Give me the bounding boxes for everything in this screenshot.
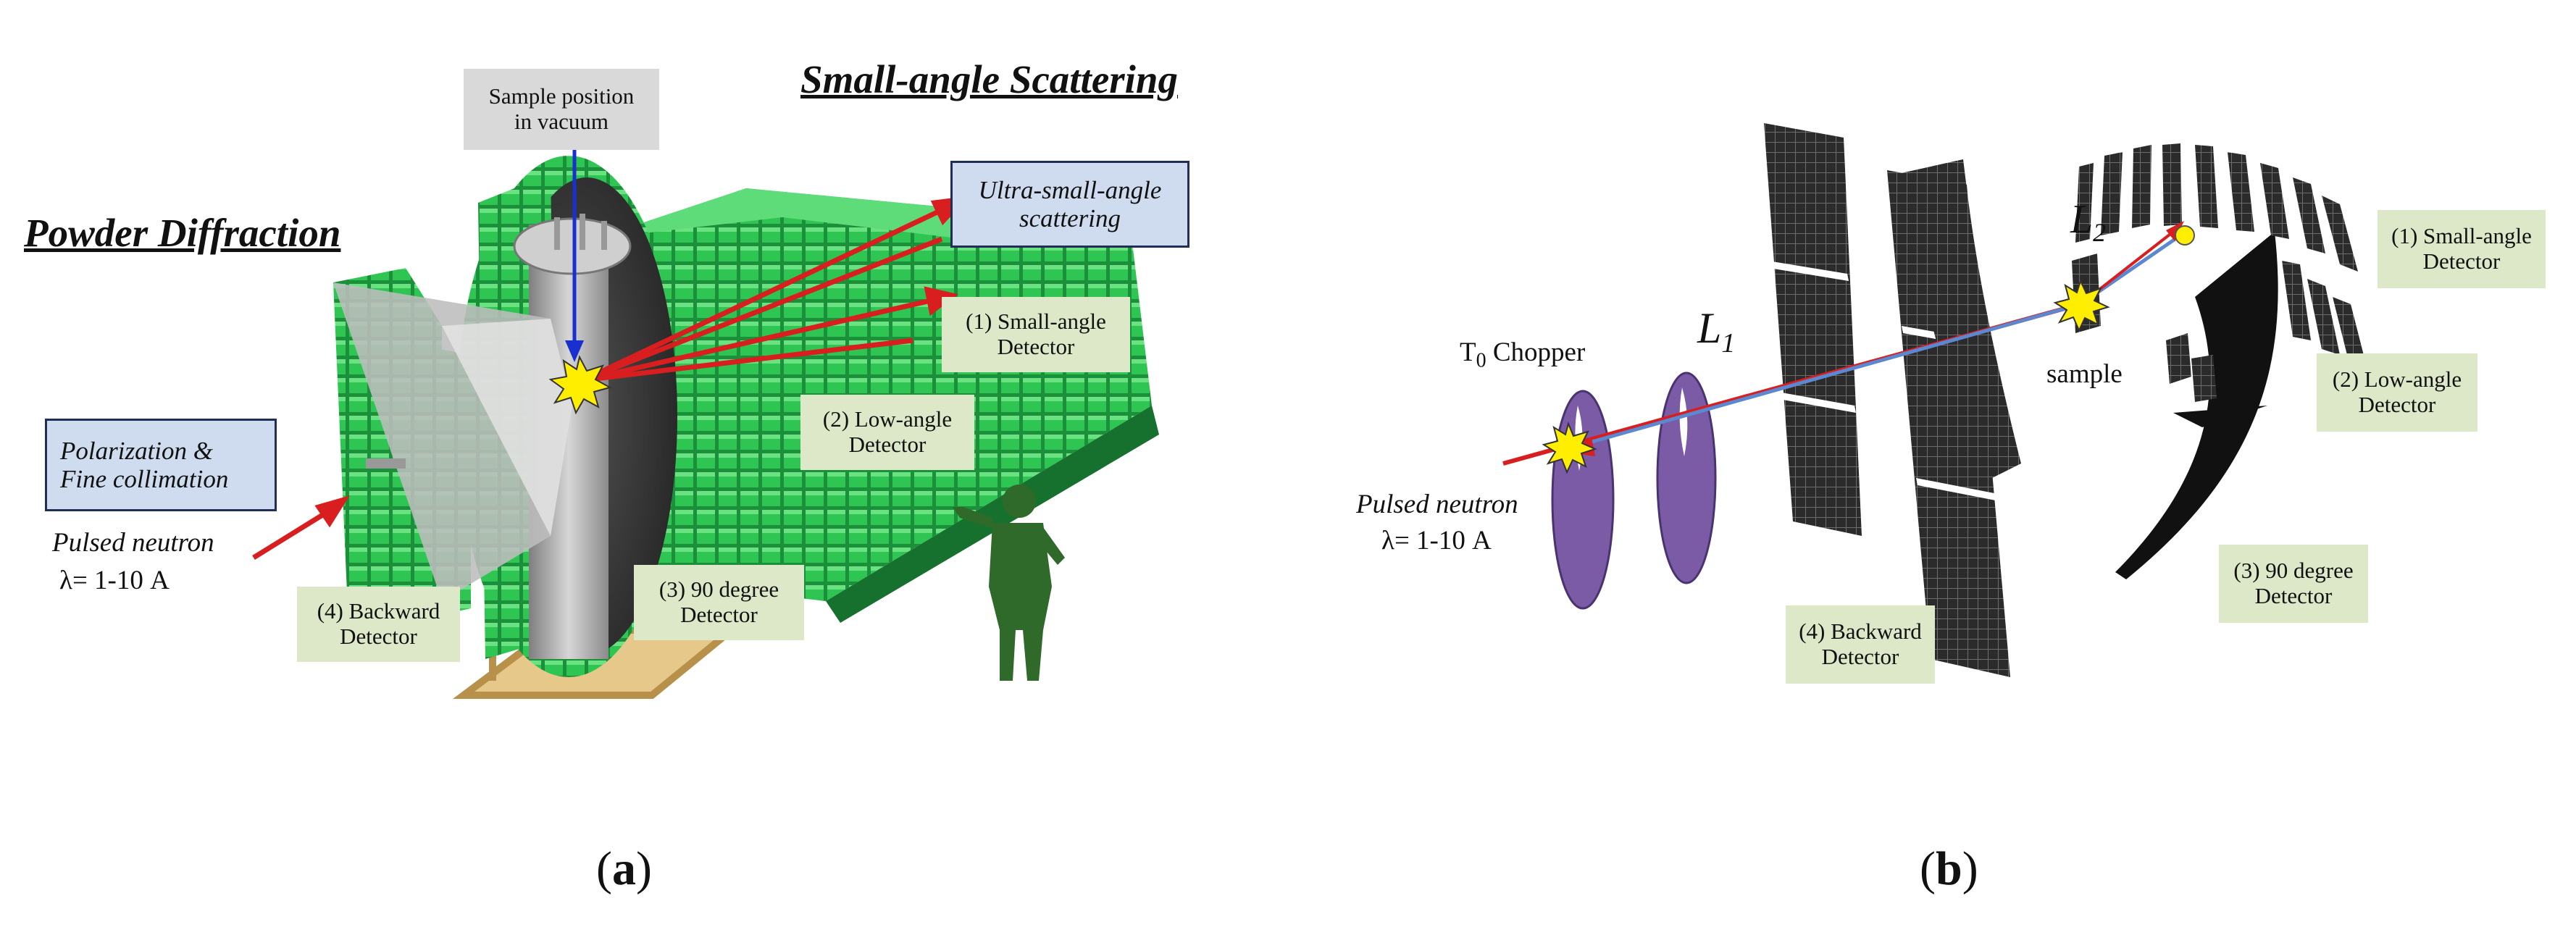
det2-line-2: Detector (848, 432, 927, 457)
caption-a-open: ( (596, 842, 612, 895)
l1-sub: 1 (1721, 328, 1736, 358)
sample-position-line-1: Sample position (488, 83, 635, 109)
backward-detector-label: (4) Backward Detector (297, 587, 460, 662)
backward-detector-panels (1764, 123, 2010, 677)
scattering-beams (252, 196, 971, 560)
t0-sub: 0 (1476, 349, 1486, 372)
caption-b-open: ( (1920, 842, 1936, 895)
t0-rest: Chopper (1486, 337, 1586, 367)
det3b-line-1: (3) 90 degree (2233, 558, 2354, 584)
det1b-line-1: (1) Small-angle (2391, 223, 2532, 249)
sample-flash-icon-b (2053, 279, 2110, 332)
l1-label: L1 (1697, 303, 1735, 360)
small-angle-detector-label: (1) Small-angle Detector (942, 297, 1130, 372)
det3-line-2: Detector (680, 602, 758, 627)
usans-line-1: Ultra-small-angle (978, 175, 1162, 204)
pulsed-neutron-label-a: Pulsed neutron (52, 528, 214, 558)
t0-main: T (1460, 337, 1476, 367)
low-angle-detector-label-b: (2) Low-angle Detector (2317, 353, 2477, 432)
pulsed-neutron-label-b: Pulsed neutron (1356, 490, 1518, 519)
ultra-small-angle-label: Ultra-small-angle scattering (950, 161, 1189, 248)
sample-label: sample (2046, 359, 2123, 389)
caption-b: (b) (1920, 842, 1978, 897)
det4-line-2: Detector (340, 624, 417, 649)
l2-sub: 2 (2093, 218, 2107, 248)
det2b-line-1: (2) Low-angle (2332, 366, 2462, 393)
polarization-label: Polarization & Fine collimation (45, 419, 277, 511)
det3b-line-2: Detector (2254, 583, 2333, 608)
sample-position-label: Sample position in vacuum (464, 69, 659, 150)
human-figure-icon (953, 485, 1065, 681)
det2b-line-2: Detector (2358, 392, 2436, 417)
chopper-flash-icon (1542, 421, 1597, 474)
ninety-degree-detector-curved (1898, 159, 2278, 579)
detector-point-icon (2175, 225, 2195, 246)
det4b-line-1: (4) Backward (1799, 618, 1922, 645)
powder-diffraction-heading: Powder Diffraction (24, 211, 341, 255)
l2-label: L2 (2070, 196, 2106, 248)
caption-b-letter: b (1935, 842, 1962, 895)
sample-pointer-arrow (565, 138, 584, 362)
t0-chopper-disks (1551, 372, 1717, 610)
caption-a: (a) (596, 842, 652, 897)
caption-a-close: ) (635, 842, 652, 895)
ninety-degree-detector-label-b: (3) 90 degree Detector (2219, 545, 2368, 623)
wavelength-label-b: λ= 1-10 A (1381, 526, 1492, 555)
small-angle-detector-label-b: (1) Small-angle Detector (2378, 210, 2546, 288)
low-angle-detector-label: (2) Low-angle Detector (800, 395, 974, 470)
wavelength-label-a: λ= 1-10 A (59, 566, 170, 595)
sample-position-line-2: in vacuum (514, 109, 609, 134)
det2-line-1: (2) Low-angle (822, 406, 953, 432)
det3-line-1: (3) 90 degree (658, 576, 779, 603)
small-angle-scattering-heading: Small-angle Scattering (800, 57, 1179, 101)
det4-line-1: (4) Backward (317, 598, 440, 624)
l1-main: L (1697, 304, 1722, 352)
l2-main: L (2070, 197, 2094, 242)
backward-detector (333, 268, 572, 623)
sample-flash-icon (548, 355, 612, 415)
backward-detector-label-b: (4) Backward Detector (1786, 605, 1935, 684)
caption-b-close: ) (1962, 842, 1978, 895)
usans-line-2: scattering (1019, 204, 1121, 232)
det4b-line-2: Detector (1821, 644, 1899, 669)
det1b-line-2: Detector (2422, 248, 2501, 274)
polarization-line-1: Polarization & (60, 436, 213, 465)
det1-line-1: (1) Small-angle (966, 309, 1106, 335)
caption-a-letter: a (611, 842, 636, 895)
polarization-line-2: Fine collimation (60, 465, 229, 493)
t0-chopper-label: T0 Chopper (1460, 337, 1585, 372)
det1-line-2: Detector (997, 334, 1075, 359)
ninety-degree-detector-label: (3) 90 degree Detector (634, 565, 804, 640)
